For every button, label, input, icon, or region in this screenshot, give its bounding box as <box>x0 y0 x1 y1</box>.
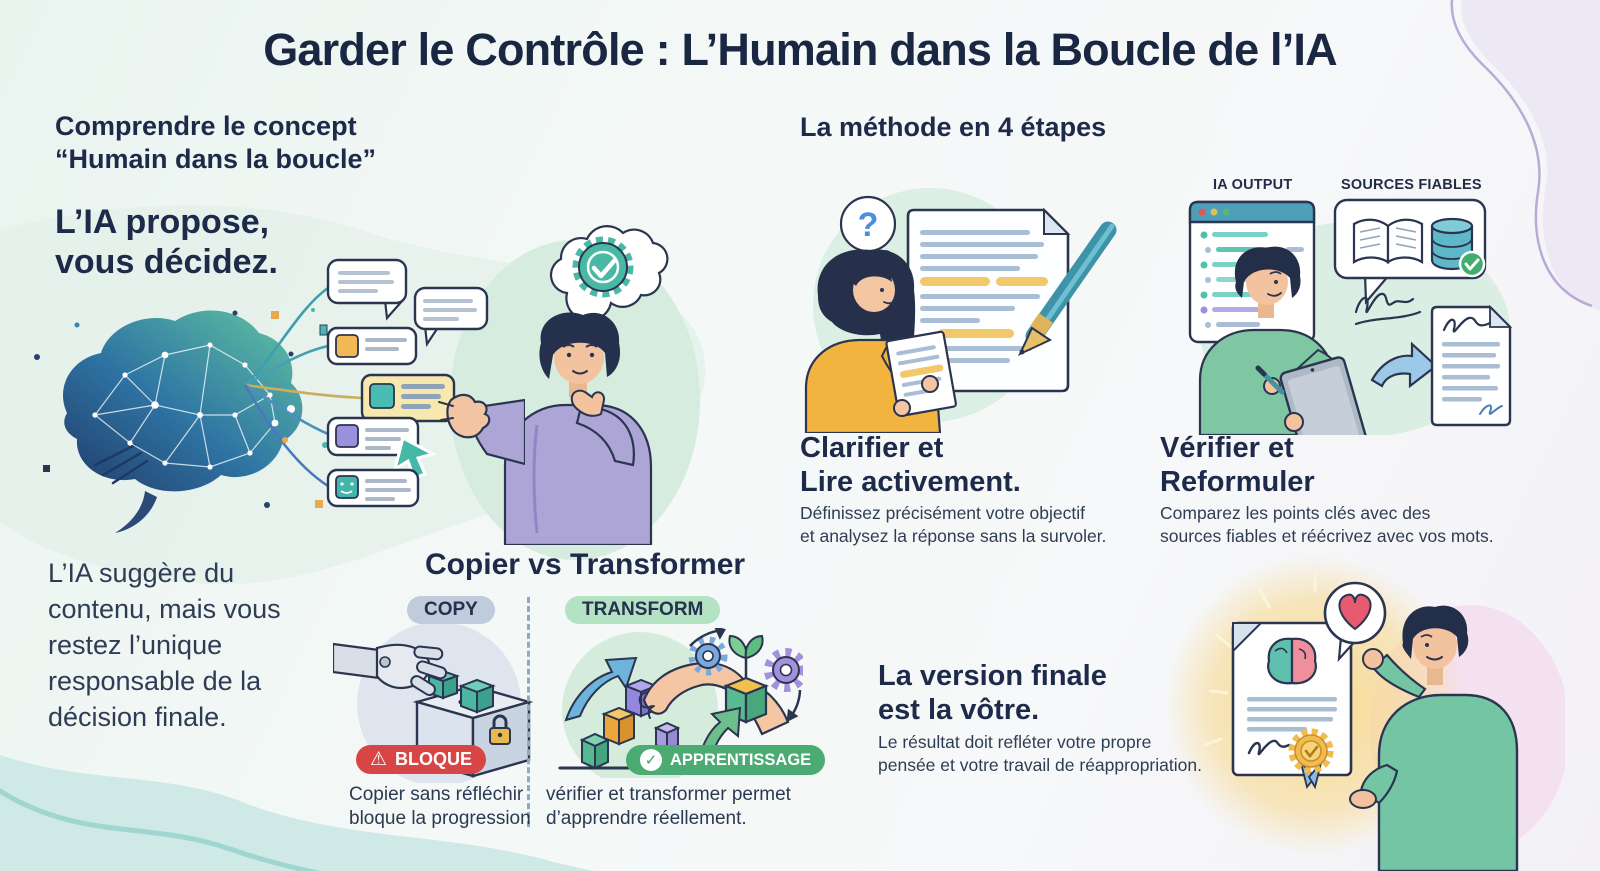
heart-icon <box>1338 593 1372 631</box>
ia-output-label: IA OUTPUT <box>1213 177 1293 193</box>
brain-icon <box>1267 637 1317 685</box>
woman <box>804 249 957 433</box>
neural-brain-icon <box>34 310 328 533</box>
arrow-icon <box>1370 341 1438 389</box>
transform-illustration <box>558 628 803 778</box>
locked-box <box>412 684 534 778</box>
reading-woman-illustration: ? <box>804 188 1117 433</box>
certificate <box>1231 621 1353 790</box>
apprentissage-badge: ✓ APPRENTISSAGE <box>626 745 826 775</box>
bloque-badge: ⚠ BLOQUE <box>356 745 487 774</box>
man-with-tablet <box>1198 246 1368 435</box>
presenting-man <box>1349 605 1519 871</box>
step1-title: Clarifier et Lire activement. <box>800 432 1021 498</box>
transform-caption: vérifier et transformer permet d’apprend… <box>546 784 791 830</box>
verification-illustration <box>1188 198 1513 435</box>
bottom-wave-decoration <box>0 755 594 871</box>
method-heading: La méthode en 4 étapes <box>800 112 1107 142</box>
chat-bubble <box>326 258 408 321</box>
signed-document <box>1430 304 1513 427</box>
step2-body: Comparez les points clés avec des source… <box>1160 503 1494 547</box>
certificate-illustration <box>1165 555 1565 871</box>
step3-body: Le résultat doit refléter votre propre p… <box>878 732 1202 776</box>
network-nodes <box>92 342 295 470</box>
option-card <box>326 468 420 508</box>
comparison-divider <box>527 597 530 827</box>
decorative-dots <box>34 310 328 508</box>
sources-fiables-label: SOURCES FIABLES <box>1341 177 1482 193</box>
up-arrow-icon <box>564 656 638 722</box>
sources-bubble <box>1333 198 1487 305</box>
option-card <box>326 326 418 366</box>
option-card <box>326 416 420 457</box>
comparison-heading: Copier vs Transformer <box>424 548 746 581</box>
gear-icon <box>688 636 728 676</box>
holding-hand <box>438 393 525 466</box>
check-seal-icon <box>572 236 634 298</box>
highlighted-card <box>360 373 456 423</box>
check-icon: ✓ <box>640 749 662 771</box>
concept-body: L’IA suggère du contenu, mais vous reste… <box>48 558 281 732</box>
top-right-blob-decoration <box>1450 0 1600 310</box>
step2-title: Vérifier et Reformuler <box>1160 432 1315 498</box>
lock-icon <box>489 714 511 745</box>
growth-cube <box>723 634 769 724</box>
bloque-badge-label: BLOQUE <box>395 749 473 769</box>
step1-body: Définissez précisément votre objectif et… <box>800 503 1107 547</box>
apprentissage-badge-label: APPRENTISSAGE <box>670 750 812 769</box>
robot-hand <box>333 642 448 697</box>
transform-pill: TRANSFORM <box>565 596 721 624</box>
gear-icon <box>764 648 803 692</box>
heart-bubble <box>1323 581 1387 663</box>
copy-caption: Copier sans réfléchir bloque la progress… <box>349 784 531 830</box>
cube <box>458 678 496 714</box>
warning-icon: ⚠ <box>370 749 388 770</box>
question-icon: ? <box>858 206 879 244</box>
concept-heading: Comprendre le concept “Humain dans la bo… <box>55 111 377 175</box>
medal-icon <box>1288 728 1334 790</box>
thinking-man-illustration <box>503 225 669 545</box>
suggestion-cards-illustration <box>243 258 525 508</box>
chat-bubble <box>413 286 489 348</box>
concept-tagline: L’IA propose, vous décidez. <box>55 203 278 282</box>
connector-lines <box>243 286 363 488</box>
book-icon <box>1352 218 1424 264</box>
handwriting-scribble <box>1354 292 1422 326</box>
signature <box>1247 739 1291 756</box>
verified-check-icon <box>1458 250 1486 278</box>
cursor-icon <box>392 435 438 480</box>
cube <box>601 706 637 746</box>
cycle-arrows-icon <box>689 628 802 723</box>
highlight-lines <box>920 277 1048 338</box>
copy-pill: COPY <box>407 596 495 624</box>
step3-title: La version finale est la vôtre. <box>878 660 1107 726</box>
main-title: Garder le Contrôle : L’Humain dans la Bo… <box>263 24 1337 75</box>
pen-icon <box>1017 221 1117 357</box>
brain-illustration <box>34 310 328 533</box>
man <box>503 312 653 545</box>
thought-bubble <box>543 225 669 343</box>
copy-illustration <box>333 622 534 783</box>
